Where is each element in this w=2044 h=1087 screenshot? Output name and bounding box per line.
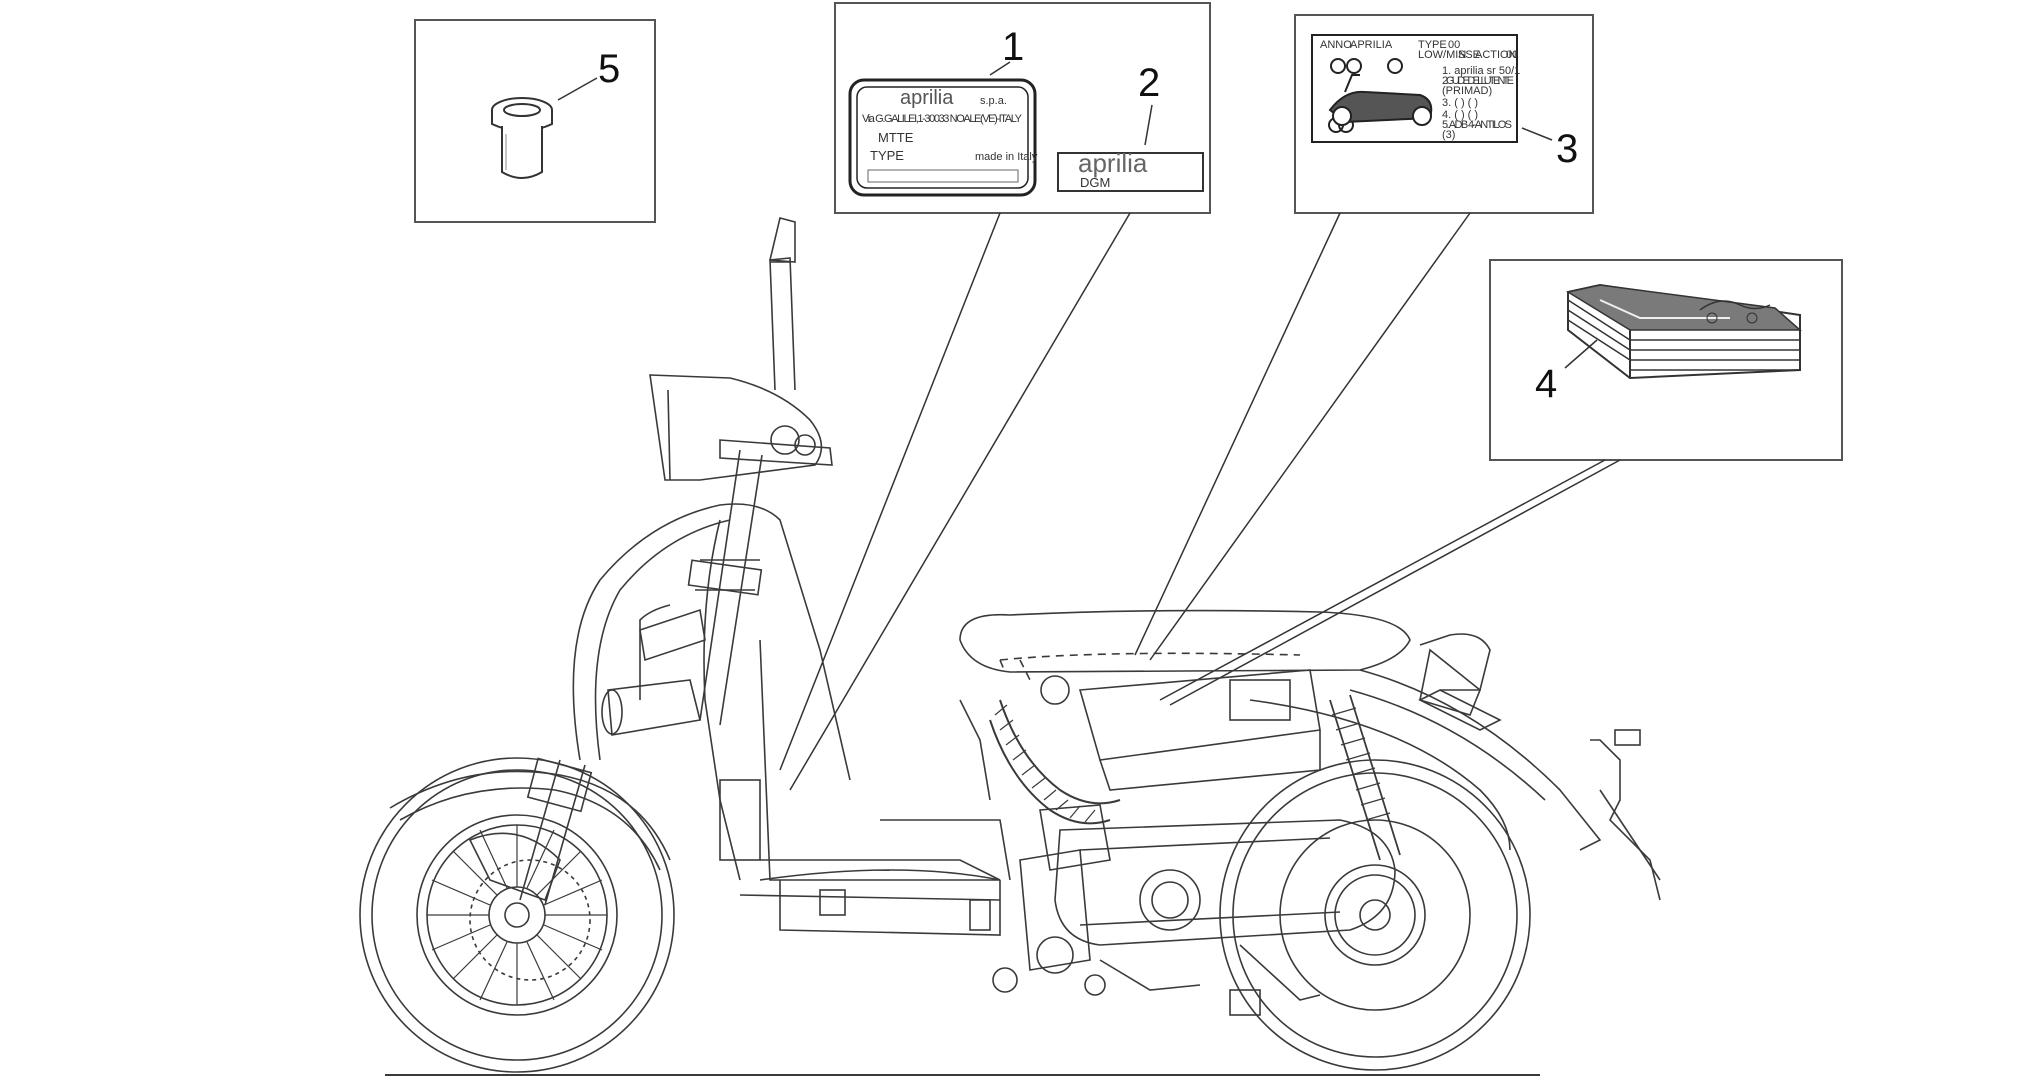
label-3-item-6: (3) bbox=[1442, 129, 1455, 141]
label-3-h2-2: ACTION bbox=[1475, 49, 1517, 61]
grommet-part-icon bbox=[491, 97, 553, 179]
callout-1: 1 bbox=[1002, 25, 1024, 69]
label-3-item-1: 2. GUIDE DELL UTENTE bbox=[1442, 75, 1514, 87]
leader-1 bbox=[989, 61, 1011, 76]
plate-1-brand-suffix: s.p.a. bbox=[980, 95, 1007, 107]
label-3-h0: ANNO bbox=[1320, 39, 1352, 51]
leader-5 bbox=[557, 77, 598, 101]
front-wheel bbox=[359, 757, 675, 1073]
leader-4 bbox=[1564, 339, 1598, 369]
label-3-item-2: (PRIMAD) bbox=[1442, 85, 1492, 97]
leader-2 bbox=[1144, 104, 1153, 146]
label-3-item-3: 3. ( ) ( ) bbox=[1442, 97, 1478, 109]
scooter-drawing bbox=[359, 217, 1661, 1076]
label-3-h2-0: LOW/MIN bbox=[1418, 49, 1466, 61]
part-box-1-2[interactable]: aprilia s.p.a. Via G.GALILEI,1-30033 NOA… bbox=[834, 2, 1211, 214]
label-3-h2: TYPE bbox=[1418, 39, 1447, 51]
pointer-lines bbox=[779, 212, 1621, 791]
part-box-5[interactable]: 5 bbox=[414, 19, 656, 223]
label-3-h2-3: 00 bbox=[1506, 49, 1518, 61]
callout-4: 4 bbox=[1535, 362, 1557, 406]
label-3-item-5: 5. ADB 4-ANTILOS bbox=[1442, 119, 1512, 131]
plate-1-brand: aprilia bbox=[900, 87, 954, 109]
callout-5: 5 bbox=[598, 47, 620, 91]
leader-3 bbox=[1521, 127, 1553, 141]
info-label-3: ANNO APRILIA TYPE 00 LOW/MIN SSE ACTION … bbox=[1311, 34, 1520, 143]
plate-2-brand: aprilia bbox=[1078, 148, 1148, 178]
label-3-item-4: 4. ( ) ( ) bbox=[1442, 109, 1478, 121]
plate-1-address: Via G.GALILEI,1-30033 NOALE(VE)-ITALY bbox=[862, 113, 1023, 125]
label-3-item-0: 1. aprilia sr 50/1 bbox=[1442, 65, 1520, 77]
identification-plate-2: aprilia DGM bbox=[1057, 148, 1204, 192]
plate-1-line2: TYPE bbox=[870, 148, 904, 163]
owners-manual-icon bbox=[1566, 283, 1802, 380]
callout-3: 3 bbox=[1556, 127, 1578, 171]
part-box-4[interactable]: 4 bbox=[1489, 259, 1843, 461]
plate-1-line1: MTTE bbox=[878, 130, 914, 145]
scooter-sketch-icon bbox=[1328, 58, 1433, 133]
identification-plate-1: aprilia s.p.a. Via G.GALILEI,1-30033 NOA… bbox=[848, 78, 1038, 197]
plate-1-made-in: made in Italy bbox=[975, 151, 1038, 163]
label-3-h2-1: SSE bbox=[1458, 49, 1480, 61]
label-3-h1: APRILIA bbox=[1350, 39, 1393, 51]
plate-2-sub: DGM bbox=[1080, 175, 1110, 190]
part-box-3[interactable]: ANNO APRILIA TYPE 00 LOW/MIN SSE ACTION … bbox=[1294, 14, 1594, 214]
callout-2: 2 bbox=[1138, 61, 1160, 105]
label-3-h3: 00 bbox=[1448, 39, 1460, 51]
